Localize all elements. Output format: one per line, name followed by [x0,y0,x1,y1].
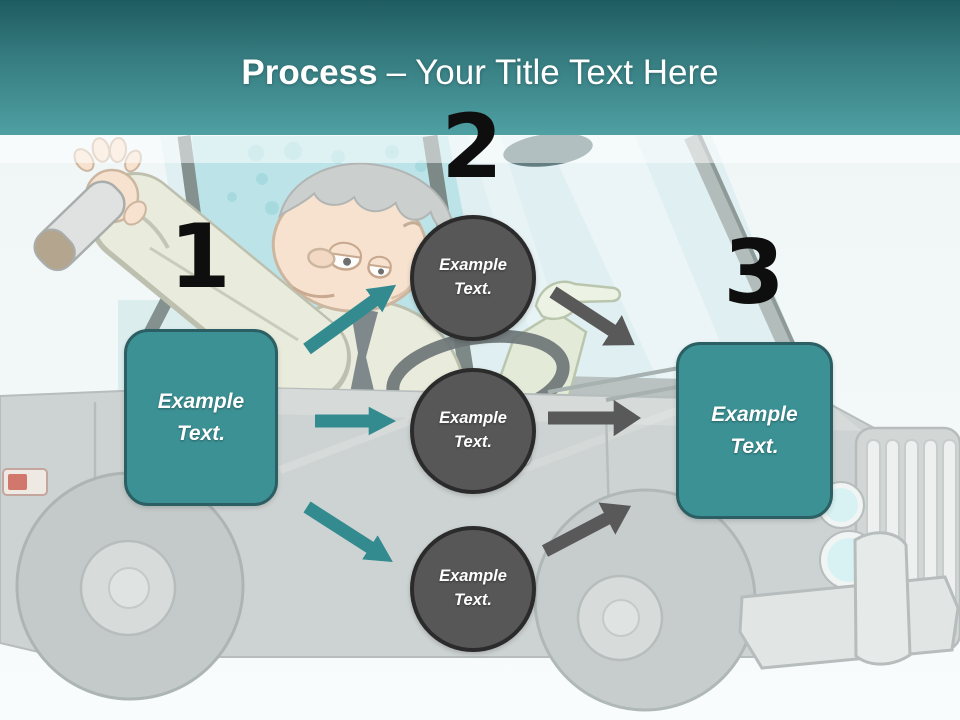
process-circle-2-label: Example Text. [439,409,507,451]
process-circle-3[interactable]: Example Text. [410,526,536,652]
arrow-circle3-to-box3 [541,502,632,557]
process-box-right[interactable]: Example Text. [676,342,833,519]
arrow-circle1-to-box3 [549,286,635,346]
title-placeholder: – Your Title Text Here [386,53,719,92]
bottle-icon [33,137,147,272]
process-circle-3-label: Example Text. [439,567,507,609]
step-number-1[interactable]: 1 [169,204,231,308]
necktie [348,307,378,403]
step-number-2[interactable]: 2 [441,94,503,198]
side-marker-light [2,468,48,496]
process-box-left[interactable]: Example Text. [124,329,278,506]
bumper [738,575,960,670]
slide-title[interactable]: Process– Your Title Text Here [0,54,960,92]
step-number-3[interactable]: 3 [723,220,785,324]
process-box-left-label: Example Text. [157,390,245,445]
arrow-box1-to-circle3 [303,501,393,563]
process-circle-1-label: Example Text. [439,256,507,298]
process-circle-1[interactable]: Example Text. [410,215,536,341]
grille-slats [866,439,957,639]
wheels [15,471,757,712]
process-box-right-label: Example Text. [711,403,798,458]
title-emphasis: Process [241,53,378,92]
arrow-box1-to-circle1 [303,284,397,355]
process-circle-2[interactable]: Example Text. [410,368,536,494]
header-bar: Process– Your Title Text Here [0,0,960,135]
dizzy-bubbles [227,142,427,221]
